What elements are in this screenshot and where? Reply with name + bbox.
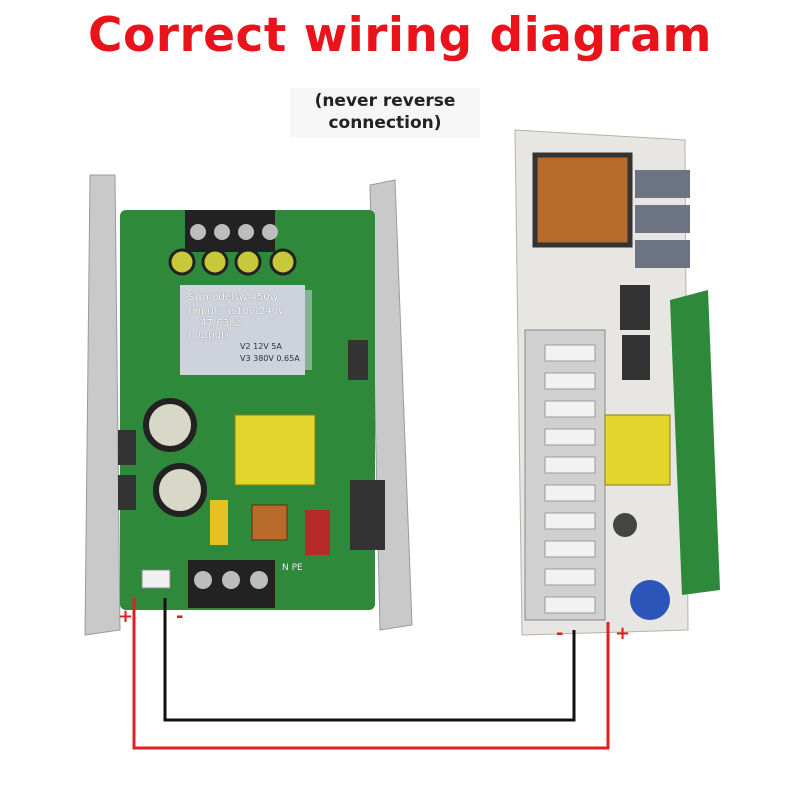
right-negative-mark: - [556, 623, 564, 644]
input-text: (input) ac100-240v [188, 306, 285, 317]
pcb-right [670, 290, 720, 595]
left-negative-mark: - [176, 606, 184, 627]
transistor [348, 340, 368, 380]
positive-wire [132, 598, 610, 750]
rating-label-overlay [182, 290, 312, 370]
left-positive-mark: + [118, 606, 134, 627]
left-heatsink-flange [84, 174, 121, 636]
grey-block [635, 170, 690, 198]
bulk-capacitor [153, 463, 207, 517]
transistor [118, 430, 136, 465]
bridge-rectifier [350, 480, 385, 550]
capacitor-right [613, 513, 637, 537]
transformer [234, 414, 316, 486]
ferrite-coil [532, 152, 633, 248]
inductor [251, 504, 288, 541]
capacitor [168, 248, 196, 276]
capacitor [234, 248, 262, 276]
capacitor [269, 248, 297, 276]
grey-block [635, 205, 690, 233]
capacitor [201, 248, 229, 276]
capacitor-red [305, 510, 330, 555]
right-positive-mark: + [615, 623, 631, 644]
rating-v2-text: V2 12V 5A [240, 342, 282, 351]
power-supply-board-right [514, 129, 720, 636]
transistor [620, 285, 650, 330]
transformer-right [604, 414, 671, 486]
capacitor-yellow [210, 500, 228, 545]
model-text: Swmodelsw-450w [188, 292, 278, 303]
bulk-capacitor [143, 398, 197, 452]
transistor [622, 335, 650, 380]
transistor [118, 475, 136, 510]
diagram-title: Correct wiring diagram [88, 8, 712, 63]
blue-capacitor [630, 580, 670, 620]
output-connector [141, 569, 171, 589]
grey-block [635, 240, 690, 268]
warning-line-2: connection) [328, 113, 442, 133]
negative-wire [163, 598, 576, 722]
warning-note: (never reverse connection) [290, 88, 480, 138]
rating-v3-text: V3 380V 0.65A [240, 354, 300, 363]
frequency-text: 47/63hz [200, 318, 241, 329]
output-text: (output) [188, 330, 229, 341]
heatsink-fins [544, 344, 596, 614]
terminal-label: N PE [282, 563, 303, 573]
warning-line-1: (never reverse [314, 91, 456, 111]
